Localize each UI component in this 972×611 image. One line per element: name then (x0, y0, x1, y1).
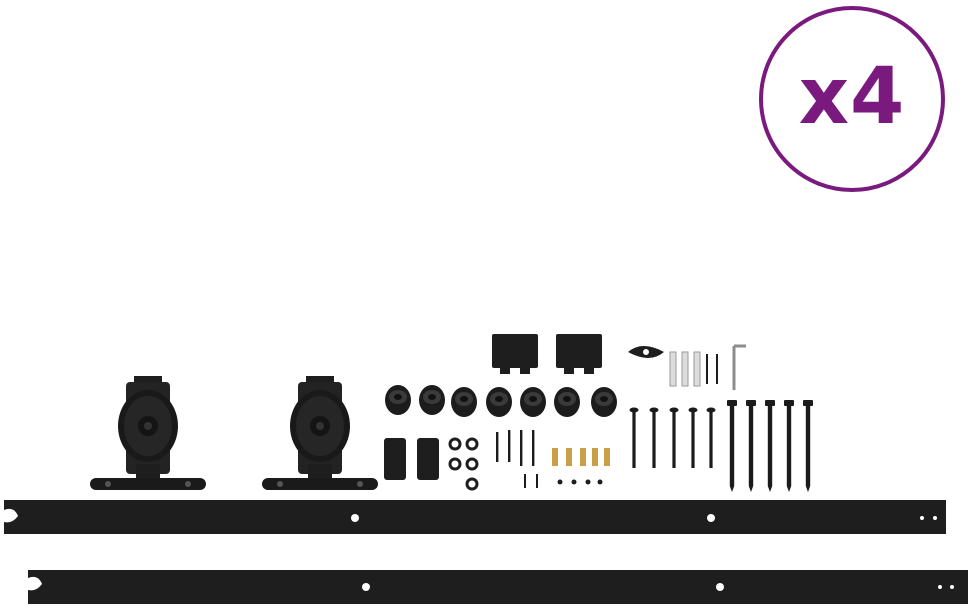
quantity-badge: x4 (759, 6, 945, 192)
screw (706, 354, 718, 384)
spacer-washer (448, 437, 479, 491)
floor-guide (628, 346, 664, 358)
lag-bolt (727, 400, 813, 492)
allen-key (732, 344, 746, 390)
t-hanger-roller (90, 376, 206, 490)
spacer-washer (557, 479, 603, 485)
stopper (385, 385, 617, 417)
screw (496, 430, 538, 488)
t-hanger-roller (262, 376, 378, 490)
anti-jump-block (384, 438, 439, 480)
quantity-badge-text: x4 (798, 52, 906, 142)
door-guide-block (492, 334, 602, 374)
flat-track-rail (28, 570, 968, 604)
lag-bolt (629, 407, 716, 468)
wall-anchor (669, 351, 701, 387)
wall-anchor (552, 448, 610, 466)
flat-track-rail (4, 500, 946, 534)
